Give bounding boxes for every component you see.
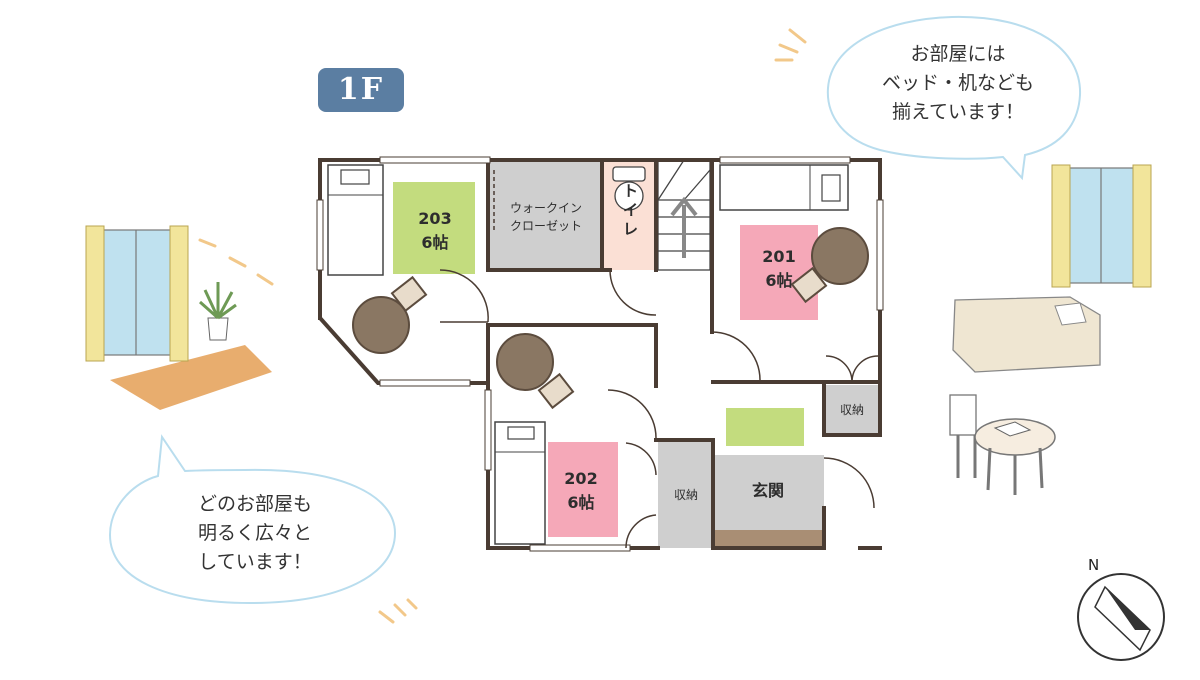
bed-202 (494, 421, 546, 545)
chair-202 (537, 372, 575, 410)
door-swings (439, 269, 879, 549)
entrance-step (713, 530, 824, 548)
entrance-label: 玄関 (752, 481, 784, 500)
closet-label-line2: クローゼット (510, 219, 582, 233)
chair-201 (790, 266, 828, 304)
room-202-number: 202 (564, 469, 597, 488)
room-203-number: 203 (418, 209, 451, 228)
storage-right-label: 収納 (840, 403, 864, 417)
compass: N (1077, 556, 1165, 661)
desk-201 (811, 227, 869, 285)
entrance-floor (713, 455, 824, 530)
wall-windows (316, 156, 884, 552)
bubble-top-line-1: お部屋には (910, 43, 1006, 65)
floor-badge: 1F (318, 68, 404, 112)
room-201-number: 201 (762, 247, 795, 266)
chair-illustration (949, 394, 977, 436)
bubble-text-bottom: どのお部屋も 明るく広々と しています！ (135, 490, 375, 577)
compass-north-label: N (1088, 556, 1099, 574)
storage-middle-label: 収納 (674, 488, 698, 502)
toilet-label-3: レ (623, 220, 638, 238)
desk-202 (496, 333, 554, 391)
storage-right (824, 385, 879, 435)
stairs-up-arrow-icon (670, 196, 698, 258)
rug-202 (548, 442, 618, 537)
desk-203 (352, 296, 410, 354)
rug (110, 345, 272, 410)
speech-bubble-top (826, 15, 1082, 181)
curtain-left (85, 225, 105, 362)
accent-dashes (198, 28, 807, 624)
rug-201 (740, 225, 818, 320)
bubble-bottom-line-1: どのお部屋も (197, 493, 312, 515)
entrance-mat (726, 408, 804, 446)
rug-203 (393, 182, 475, 274)
toilet-fixture (612, 166, 646, 182)
room-201-size: 6帖 (765, 271, 792, 290)
chair-203 (390, 275, 428, 313)
left-window-scene (85, 225, 272, 410)
walk-in-closet (490, 160, 602, 270)
room-203-size: 6帖 (421, 233, 448, 252)
storage-middle (658, 440, 713, 548)
closet-label-line1: ウォークイン (510, 201, 582, 215)
right-window-scene (949, 164, 1152, 495)
bubble-bottom-line-2: 明るく広々と (197, 522, 312, 544)
bubble-top-line-3: 揃えています！ (891, 101, 1025, 123)
plant-icon (207, 317, 229, 341)
toilet-label-1: ト (623, 182, 638, 200)
bubble-text-top: お部屋には ベッド・机なども 揃えています！ (840, 40, 1076, 127)
room-202-size: 6帖 (567, 493, 594, 512)
speech-bubble-bottom (108, 434, 397, 605)
bubble-bottom-line-3: しています！ (198, 551, 312, 573)
toilet-label-2: イ (623, 201, 638, 219)
bubble-top-line-2: ベッド・机なども (881, 72, 1034, 94)
